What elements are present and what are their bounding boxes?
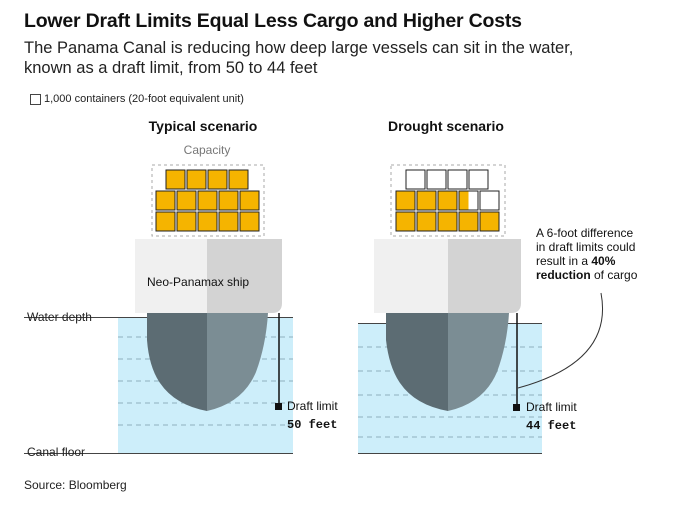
drought-capacity-outline [390, 164, 506, 237]
drought-container [405, 169, 426, 190]
drought-container [447, 169, 468, 190]
canal-floor-label: Canal floor [27, 445, 85, 459]
drought-draft-value: 44 feet [526, 419, 576, 433]
ship-label: Neo-Panamax ship [147, 275, 249, 289]
drought-superstructure-light [374, 239, 448, 313]
container-legend-icon [30, 93, 41, 105]
drought-container [479, 190, 500, 211]
drought-container [426, 169, 447, 190]
typical-container-fill [219, 212, 238, 231]
drought-container-fill [417, 191, 436, 210]
drought-draft-end [513, 404, 520, 411]
legend: 1,000 containers (20-foot equivalent uni… [30, 93, 244, 105]
typical-container-stack [151, 164, 265, 237]
drought-container-fill [417, 212, 436, 231]
drought-draft-label: Draft limit [526, 400, 577, 414]
typical-container-fill [156, 191, 175, 210]
typical-container-fill [187, 170, 206, 189]
typical-capacity-outline [151, 164, 265, 237]
typical-hull-light [207, 313, 268, 411]
typical-container-fill [208, 170, 227, 189]
typical-superstructure-light [135, 239, 207, 313]
typical-draft-marker: Draft limit 50 feet [275, 313, 338, 432]
typical-draft-end [275, 403, 282, 410]
typical-draft-value: 50 feet [287, 418, 337, 432]
drought-container-fill [480, 212, 499, 231]
drought-ship [374, 239, 521, 411]
water-depth-label: Water depth [27, 310, 92, 324]
typical-container-fill [240, 191, 259, 210]
typical-container-fill [198, 191, 217, 210]
annotation-line-2: in draft limits could [536, 240, 635, 254]
chart-subtitle: The Panama Canal is reducing how deep la… [24, 39, 574, 77]
typical-container-fill [229, 170, 248, 189]
typical-container-fill [166, 170, 185, 189]
reduction-annotation: A 6-foot difference in draft limits coul… [517, 226, 638, 389]
drought-container-stack [390, 164, 506, 237]
typical-container-fill [177, 212, 196, 231]
drought-container-fill [459, 212, 478, 231]
drought-superstructure-dark [448, 239, 521, 313]
typical-hull-dark [147, 313, 207, 411]
typical-container-fill [240, 212, 259, 231]
typical-container-fill [219, 191, 238, 210]
capacity-label: Capacity [184, 143, 231, 157]
typical-container-fill [198, 212, 217, 231]
source-note: Source: Bloomberg [24, 478, 127, 492]
drought-container [468, 169, 489, 190]
typical-container-fill [177, 191, 196, 210]
drought-hull-light [448, 313, 509, 411]
drought-container-fill [438, 212, 457, 231]
annotation-line-3: result in a 40% [536, 254, 616, 268]
typical-heading: Typical scenario [149, 118, 258, 134]
drought-container-fill [396, 212, 415, 231]
annotation-line-4: reduction of cargo [536, 268, 638, 282]
chart-title: Lower Draft Limits Equal Less Cargo and … [24, 10, 522, 32]
legend-label: 1,000 containers (20-foot equivalent uni… [44, 93, 244, 105]
drought-hull-dark [386, 313, 448, 411]
typical-container-fill [156, 212, 175, 231]
drought-draft-marker: Draft limit 44 feet [513, 313, 577, 433]
typical-ship: Neo-Panamax ship [135, 239, 282, 411]
drought-container-fill [438, 191, 457, 210]
typical-draft-label: Draft limit [287, 399, 338, 413]
annotation-leader-line [517, 292, 603, 389]
typical-superstructure-dark [207, 239, 282, 313]
annotation-line-1: A 6-foot difference [536, 226, 634, 240]
drought-container-fill [396, 191, 415, 210]
drought-heading: Drought scenario [388, 118, 504, 134]
drought-container-fill [459, 191, 469, 210]
